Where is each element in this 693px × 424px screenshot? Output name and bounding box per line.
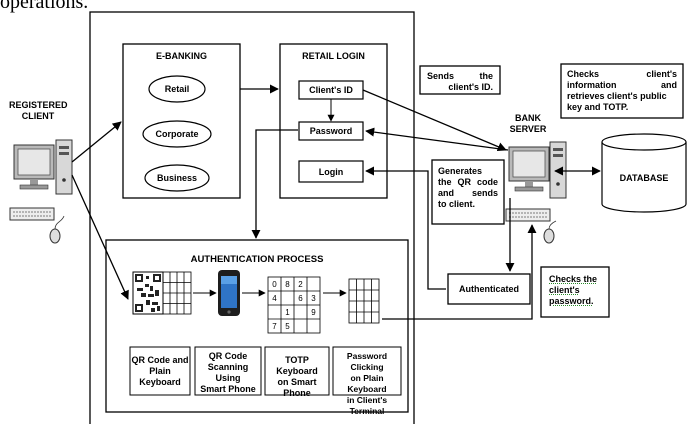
registered-client-label: REGISTERED CLIENT [9,100,68,121]
note-sends-id: Sends the client's ID. [427,71,493,92]
totp-key: 0 [272,280,277,289]
smartphone-icon [218,270,240,316]
step-box [129,346,191,396]
login-field [298,160,364,183]
note-checks-info-box [560,63,684,119]
system-frame [89,11,415,424]
login-label: Login [318,167,344,177]
database-label: DATABASE [619,173,669,183]
totp-key: 9 [311,308,316,317]
step-label: Password Clicking on Plain Keyboard in C… [346,351,388,416]
corporate-option [142,120,212,148]
auth-process-title: AUTHENTICATION PROCESS [190,254,324,265]
authenticated-box [447,273,531,305]
bank-server-computer-icon [505,141,567,244]
bank-server-label: BANK SERVER [509,113,547,134]
caption-fragment: operations. [0,0,89,13]
totp-keyboard-grid [267,276,321,334]
note-checks-password: Checks the client's password. [549,274,598,306]
totp-key: 3 [311,294,316,303]
client-id-label: Client's ID [309,85,353,95]
note-checks-password-box [540,266,610,318]
ebanking-title: E-BANKING [156,51,207,61]
step-box [264,346,330,396]
authenticated-label: Authenticated [458,284,519,294]
plain-keyboard-grid-1 [162,271,192,315]
note-generates-qr-box [431,159,505,225]
password-field [298,121,364,141]
option-corporate: Corporate [155,129,199,139]
note-generates-qr: Generates the QR code and sends to clien… [438,166,498,209]
note-sends-id-box [419,65,501,95]
totp-key: 1 [285,308,290,317]
step-box [194,346,262,396]
option-retail: Retail [164,84,190,94]
totp-key: 2 [298,280,303,289]
password-label: Password [309,126,353,136]
retail-option [148,75,206,103]
option-business: Business [156,173,198,183]
retail-login-title: RETAIL LOGIN [302,51,365,61]
totp-key: 7 [272,322,277,331]
totp-key: 8 [285,280,290,289]
client-computer-icon [9,139,73,244]
totp-key: 5 [285,322,290,331]
plain-keyboard-grid-2 [348,278,380,324]
qr-code-image [132,271,164,315]
step-box [332,346,402,396]
step-label: QR Code Scanning Using Smart Phone [200,351,256,394]
database-icon [601,133,687,213]
totp-key: 4 [272,294,277,303]
note-checks-info: Checks client's information and retrieve… [567,69,677,112]
step-label: TOTP Keyboard on Smart Phone [276,355,318,398]
step-label: QR Code and Plain Keyboard [131,355,189,387]
totp-key: 6 [298,294,303,303]
business-option [144,164,210,192]
